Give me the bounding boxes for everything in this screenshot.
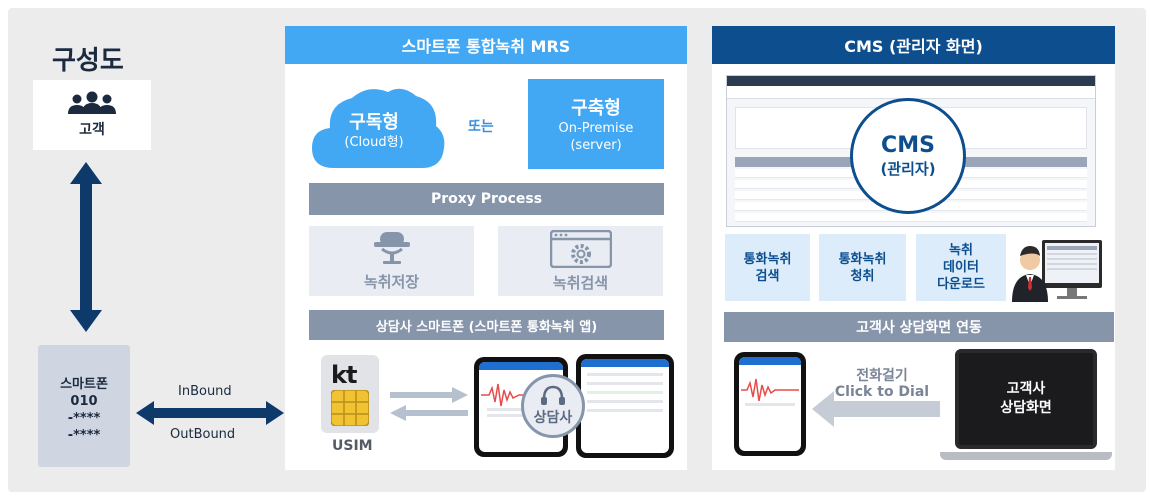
cms-panel-header: CMS (관리자 화면): [712, 26, 1115, 64]
premise-title: 구축형: [571, 98, 621, 119]
or-label: 또는: [468, 119, 494, 135]
click-to-dial-arrow: [812, 391, 940, 427]
customer-phone-box: 스마트폰 010 -**** -****: [38, 345, 130, 467]
click-to-dial-label: 전화걸기 Click to Dial: [832, 368, 932, 400]
agent-badge: 상담사: [521, 374, 585, 438]
recording-search-label: 녹취검색: [552, 273, 609, 292]
proxy-process-bar: Proxy Process: [309, 183, 664, 215]
microphone-icon: [373, 231, 410, 264]
headset-icon: [541, 385, 565, 405]
cloud-subtitle: (Cloud형): [344, 134, 404, 150]
customer-box: 고객: [33, 80, 151, 150]
sim-chip-icon: [331, 390, 369, 426]
feature-call-search: 통화녹취 검색: [725, 234, 810, 301]
feature-1-line-1: 통화녹취: [743, 251, 792, 267]
cloud-text: 구독형 (Cloud형): [318, 104, 430, 154]
diagram-title: 구성도: [52, 46, 124, 76]
agent-phone-2-screen: [581, 359, 669, 453]
horizontal-double-arrow: [136, 401, 284, 425]
browser-gear-icon: [549, 229, 612, 268]
cloud-icon: [312, 88, 445, 168]
dial-line-2: Click to Dial: [834, 384, 930, 400]
feature-data-download: 녹취 데이터 다운로드: [916, 234, 1006, 301]
laptop-line-2: 상담화면: [1000, 400, 1052, 416]
customer-phone-screen: [739, 357, 801, 451]
laptop-base: [940, 452, 1112, 460]
premise-subtitle-2: (server): [570, 138, 622, 153]
feature-call-listen: 통화녹취 청취: [819, 234, 906, 301]
feature-3-line-3: 다운로드: [937, 277, 985, 292]
waveform-icon: [741, 378, 799, 406]
recording-save-label: 녹취저장: [363, 272, 420, 291]
dial-line-1: 전화걸기: [856, 368, 908, 384]
usim-card: kt: [321, 355, 379, 433]
usim-label: USIM: [332, 438, 373, 454]
agent-phone-2: [576, 354, 674, 458]
exchange-arrows: [390, 387, 468, 421]
laptop-line-1: 고객사: [1006, 381, 1046, 397]
feature-1-line-2: 검색: [755, 268, 780, 284]
cloud-title: 구독형: [349, 111, 399, 133]
customer-label: 고객: [79, 122, 105, 138]
customer-screen-laptop: 고객사 상담화면: [955, 349, 1097, 449]
recording-save-tile: 녹취저장: [309, 226, 474, 296]
vertical-double-arrow: [70, 162, 102, 332]
customer-screen-link-bar: 고객사 상담화면 연동: [724, 312, 1114, 342]
agent-badge-label: 상담사: [533, 410, 573, 426]
feature-3-line-1: 녹취: [949, 243, 973, 258]
cms-circle-title: CMS: [881, 133, 935, 158]
phone-line-3: -****: [67, 411, 101, 426]
mrs-panel-header: 스마트폰 통합녹취 MRS: [285, 26, 687, 64]
admin-monitor-illustration: [1012, 240, 1102, 302]
feature-2-line-1: 통화녹취: [838, 251, 887, 267]
outbound-label: OutBound: [170, 427, 236, 442]
agent-phone-bar: 상담사 스마트폰 (스마트폰 통화녹취 앱): [309, 310, 664, 340]
feature-2-line-2: 청취: [850, 268, 875, 284]
premise-subtitle-1: On-Premise: [558, 121, 634, 136]
feature-3-line-2: 데이터: [943, 260, 979, 275]
people-icon: [68, 91, 116, 114]
phone-line-4: -****: [67, 428, 101, 443]
recording-search-tile: 녹취검색: [498, 226, 663, 296]
on-premise-box: 구축형 On-Premise (server): [528, 79, 664, 169]
cms-admin-circle: CMS (관리자): [850, 98, 966, 214]
inbound-label: InBound: [178, 384, 232, 399]
cms-circle-subtitle: (관리자): [880, 160, 936, 178]
phone-line-2: 010: [70, 394, 98, 409]
phone-line-1: 스마트폰: [60, 377, 108, 392]
customer-phone: [734, 352, 806, 456]
kt-logo: kt: [331, 361, 357, 389]
